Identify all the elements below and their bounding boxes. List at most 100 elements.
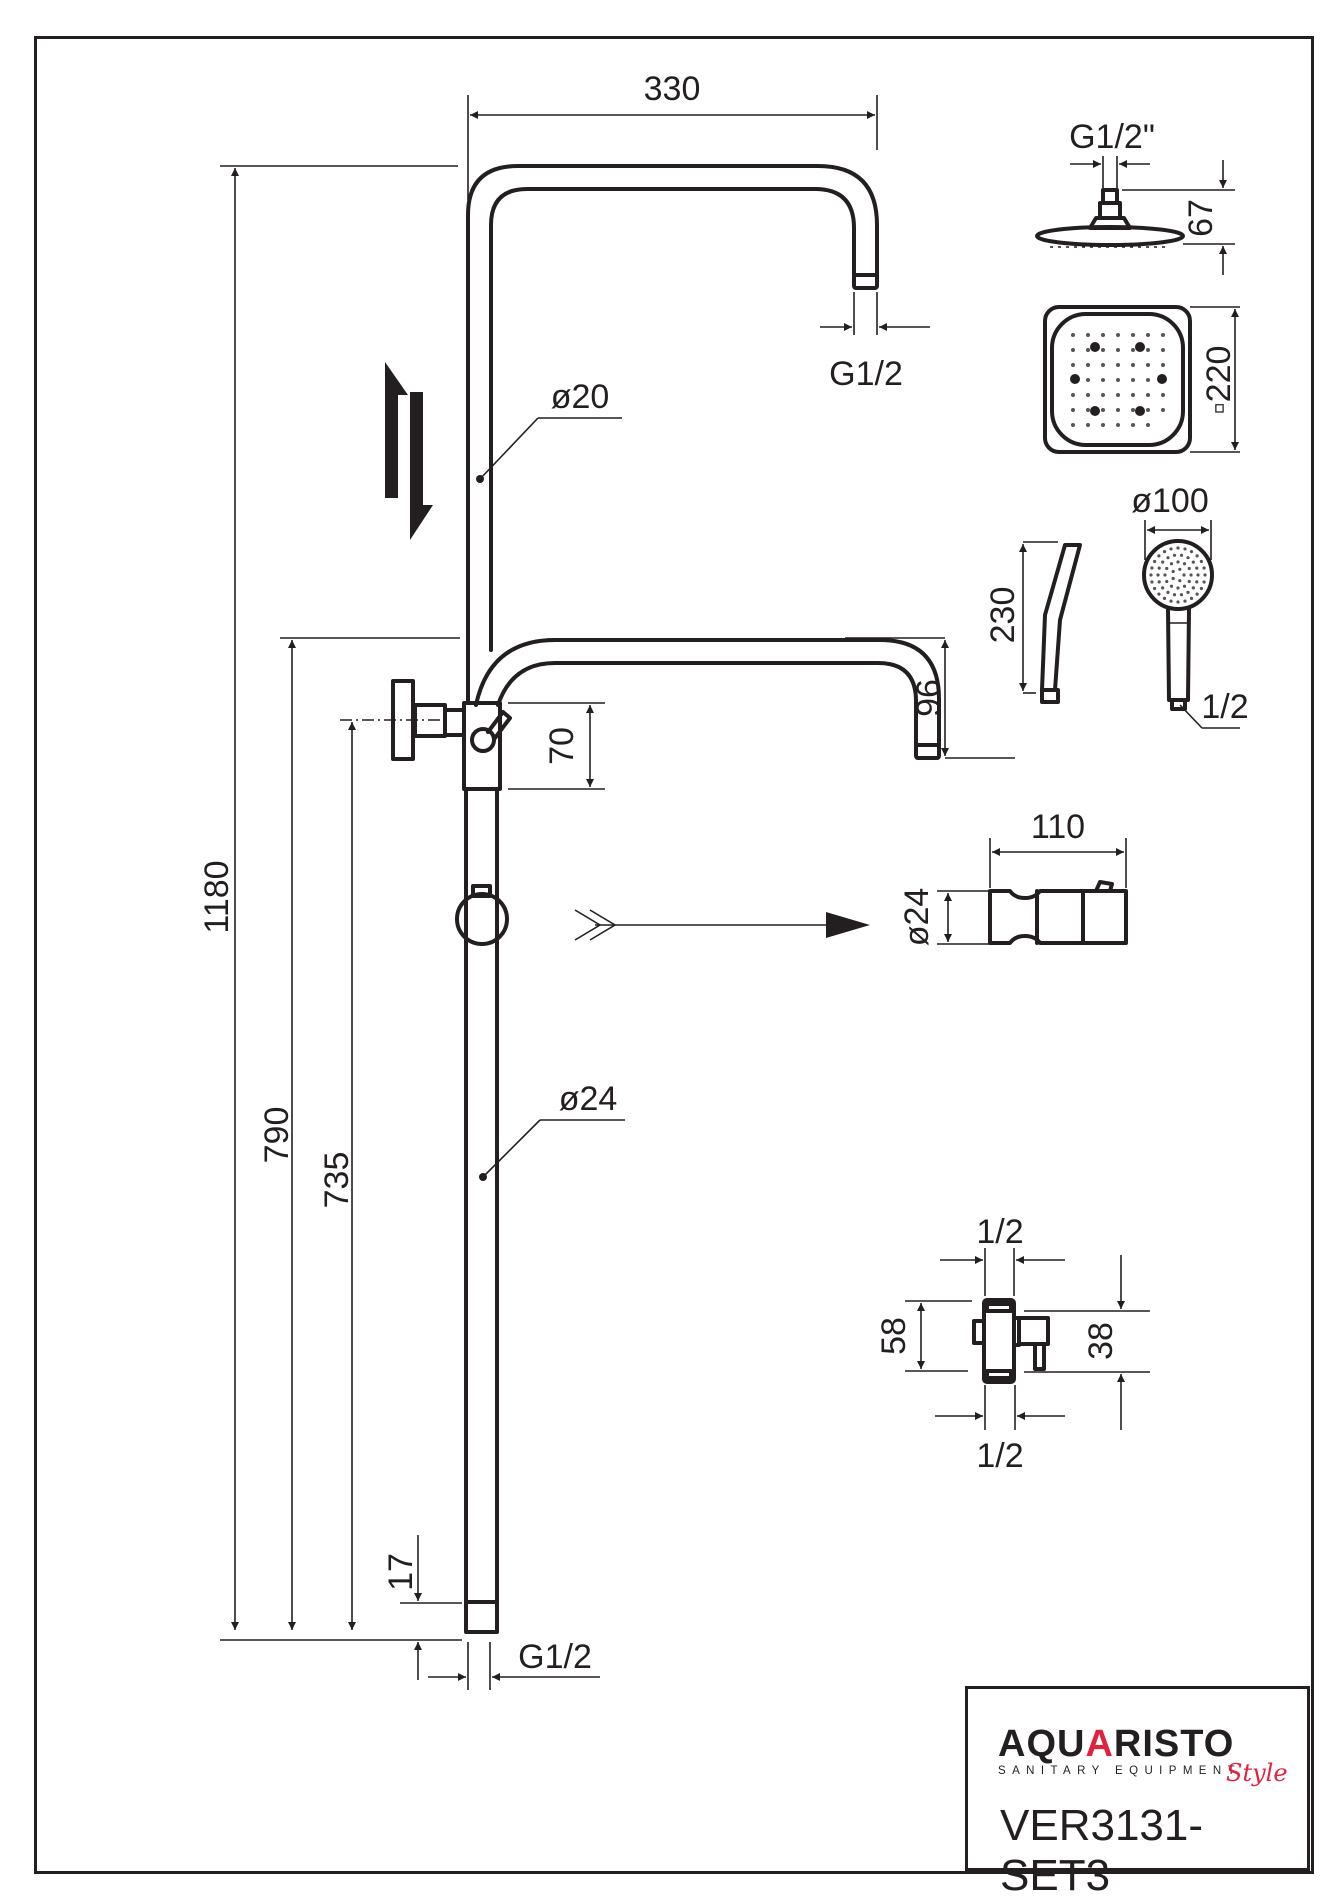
head-shower-side-view: [1035, 188, 1185, 248]
lower-arm-inner: [496, 661, 918, 747]
leader-o20: [476, 417, 622, 483]
hand-nozzle-dot: [1189, 550, 1194, 554]
hand-nozzle-dot: [1183, 547, 1187, 551]
hand-nozzle-dot: [1187, 566, 1191, 571]
hand-nozzle-dot: [1199, 586, 1203, 591]
diverter-body: [462, 701, 502, 791]
hand-nozzle-dot: [1202, 580, 1206, 584]
hand-nozzle-dot: [1189, 596, 1194, 600]
dim-220: [1190, 306, 1240, 453]
upper-arm-inner: [489, 187, 856, 652]
nozzle-dot: [1116, 408, 1120, 412]
hand-nozzle-dot: [1187, 579, 1191, 584]
nozzle-dot: [1101, 378, 1105, 382]
title-block: AQUARISTO SANITARY EQUIPMENT Style VER31…: [965, 1686, 1310, 1900]
hand-nozzle-dot: [1165, 566, 1169, 571]
hand-nozzle-dot: [1176, 546, 1180, 550]
hand-nozzle-dot: [1203, 573, 1207, 577]
nozzle-dot: [1131, 378, 1135, 382]
brand-script: Style: [1226, 1759, 1288, 1787]
model-number: VER3131-SET3: [1000, 1801, 1204, 1900]
dim-g12-bottom: [428, 1642, 600, 1690]
nozzle-dot: [1071, 363, 1075, 367]
hand-nozzle-dot: [1149, 573, 1153, 577]
hand-nozzle-dot: [1179, 553, 1184, 557]
slider-detail: [988, 880, 1128, 945]
dim-o20-label: ø20: [551, 378, 610, 416]
nozzle-dot: [1116, 393, 1120, 397]
hand-nozzle-dot: [1189, 573, 1193, 577]
dim-790: [280, 637, 460, 1630]
nozzle-dot: [1071, 393, 1075, 397]
nozzle-dot: [1146, 393, 1150, 397]
dim-o24-label: ø24: [559, 1080, 618, 1118]
nozzle-dot: [1086, 348, 1090, 352]
hand-nozzle-dot: [1176, 560, 1180, 564]
upper-arm-outer: [466, 164, 879, 702]
shower-column: [340, 164, 941, 1634]
dim-17-label: 17: [382, 1553, 420, 1591]
bottom-nut: [464, 1600, 499, 1634]
large-nozzle: [1070, 374, 1080, 384]
hand-nozzle-dot: [1150, 566, 1154, 570]
nozzle-dot: [1146, 333, 1150, 337]
nozzle-dot: [1131, 348, 1135, 352]
hand-nozzle-dot: [1182, 584, 1187, 588]
hand-nozzle-dot: [1169, 562, 1174, 566]
hand-nozzle-dot: [1161, 560, 1165, 564]
dim-58-label: 58: [875, 1317, 913, 1355]
lower-outlet-nut: [914, 743, 941, 760]
dim-head-g12: [1070, 156, 1150, 188]
dim-330-label: 330: [644, 70, 701, 108]
hand-nozzle-dot: [1195, 592, 1199, 596]
nozzle-dot: [1116, 378, 1120, 382]
nozzle-dot: [1131, 408, 1135, 412]
dim-slider-o24: [937, 890, 1010, 945]
dim-1180: [220, 165, 458, 1630]
hand-nozzle-dot: [1182, 562, 1187, 566]
nozzle-dot: [1071, 423, 1075, 427]
dim-valve-12-bottom-label: 1/2: [976, 1437, 1023, 1475]
hand-nozzle-dot: [1186, 556, 1190, 560]
nozzle-dot: [1086, 423, 1090, 427]
nozzle-dot: [1101, 393, 1105, 397]
dim-slider-o24-label: ø24: [898, 888, 936, 947]
nozzle-dot: [1086, 333, 1090, 337]
hand-nozzle-dot: [1191, 560, 1195, 564]
nozzle-dot: [1101, 408, 1105, 412]
nozzle-dot: [1086, 363, 1090, 367]
hand-nozzle-dot: [1182, 573, 1186, 577]
hand-nozzle-dot: [1172, 553, 1177, 557]
hand-nozzle-dot: [1179, 593, 1184, 597]
brand-name: AQUARISTO: [998, 1723, 1235, 1765]
dim-70: [508, 702, 605, 790]
hand-nozzle-dot: [1195, 580, 1199, 584]
hand-nozzle-dot: [1176, 586, 1180, 590]
hand-nozzle-dot: [1169, 584, 1174, 588]
head-shower-top-view: [1043, 305, 1192, 454]
nozzle-dot: [1086, 378, 1090, 382]
hand-nozzle-dot: [1165, 579, 1169, 584]
dim-bottom-baseline: [220, 1602, 462, 1641]
hand-nozzle-dot: [1162, 550, 1167, 554]
large-nozzle: [1135, 342, 1145, 352]
nozzle-dot: [1086, 393, 1090, 397]
nozzle-dot: [1116, 363, 1120, 367]
hand-nozzle-dot: [1195, 566, 1199, 570]
dim-hand-12-label: 1/2: [1201, 688, 1248, 726]
hand-nozzle-dot: [1153, 559, 1157, 564]
nozzle-dot: [1071, 408, 1075, 412]
dim-valve-12-top-label: 1/2: [976, 1213, 1023, 1251]
hand-nozzle-dot: [1191, 586, 1195, 590]
nozzle-dot: [1146, 378, 1150, 382]
nozzle-dot: [1146, 363, 1150, 367]
hand-shower-front-view: [1142, 539, 1214, 711]
drawing-frame: [34, 36, 1314, 1874]
nozzle-dot: [1071, 333, 1075, 337]
hand-nozzle-dot: [1161, 586, 1165, 590]
brand-logo: AQUARISTO SANITARY EQUIPMENT Style: [998, 1723, 1298, 1793]
nozzle-dot: [1116, 423, 1120, 427]
leader-hand-12: [1179, 704, 1240, 729]
hand-nozzle-dot: [1156, 573, 1160, 577]
hand-nozzle-dot: [1169, 547, 1173, 551]
